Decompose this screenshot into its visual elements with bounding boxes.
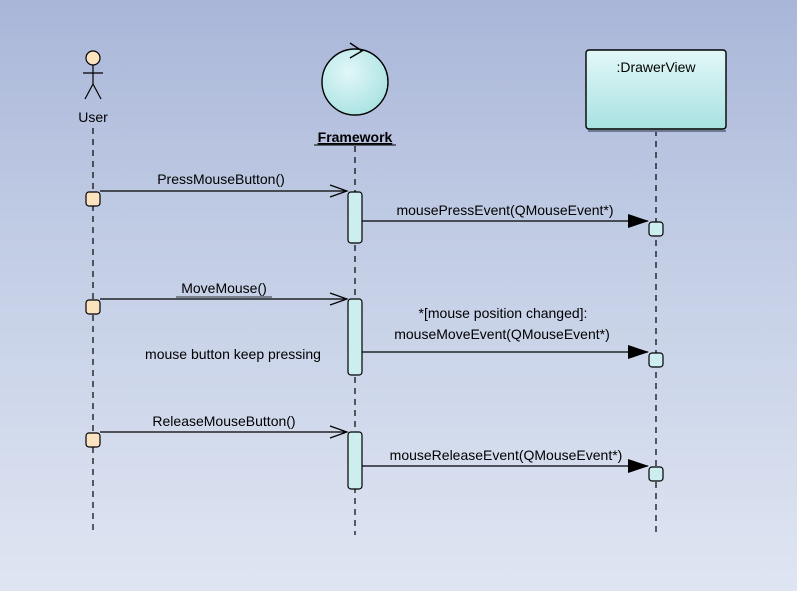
release-message-arrow[interactable] — [100, 425, 349, 439]
drawerview-box[interactable] — [585, 49, 727, 132]
move-event-arrow[interactable] — [362, 345, 649, 359]
view-activation-3[interactable] — [648, 466, 664, 482]
user-label: User — [78, 109, 108, 125]
user-activation-2[interactable] — [85, 299, 101, 315]
press-message-arrow[interactable] — [100, 184, 349, 198]
move-event-label: mouseMoveEvent(QMouseEvent*) — [394, 326, 610, 342]
framework-label: Framework — [318, 129, 393, 145]
framework-control-icon[interactable] — [321, 42, 389, 116]
press-event-label: mousePressEvent(QMouseEvent*) — [396, 202, 613, 218]
move-message-arrow[interactable] — [100, 292, 349, 306]
move-note-label: mouse button keep pressing — [145, 346, 321, 362]
framework-activation-1[interactable] — [347, 191, 363, 244]
framework-activation-2[interactable] — [347, 298, 363, 376]
release-event-label: mouseReleaseEvent(QMouseEvent*) — [390, 447, 623, 463]
move-message-label: MoveMouse() — [181, 280, 267, 296]
release-message-label: ReleaseMouseButton() — [152, 413, 295, 429]
framework-activation-3[interactable] — [347, 431, 363, 490]
user-activation-1[interactable] — [85, 191, 101, 207]
release-event-arrow[interactable] — [362, 459, 649, 473]
view-activation-2[interactable] — [648, 352, 664, 368]
user-actor-icon[interactable] — [83, 50, 103, 100]
press-event-arrow[interactable] — [362, 214, 649, 228]
move-guard-label: *[mouse position changed]: — [419, 305, 588, 321]
view-activation-1[interactable] — [648, 221, 664, 237]
drawerview-label: :DrawerView — [616, 59, 696, 75]
user-activation-3[interactable] — [85, 432, 101, 448]
press-message-label: PressMouseButton() — [157, 171, 285, 187]
